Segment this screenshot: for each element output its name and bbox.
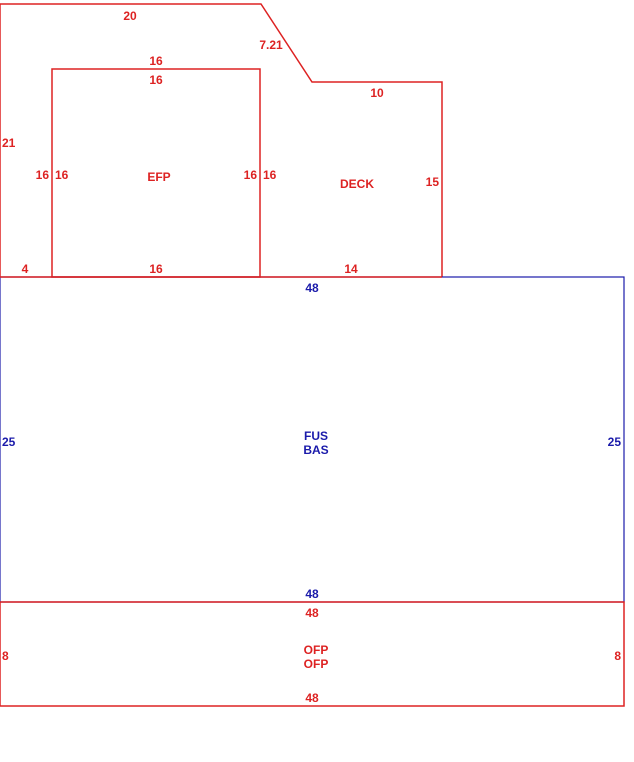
fus-area-name: FUS [304,429,328,443]
efp-inner-right-inner-length: 16 [244,168,258,182]
fus-bas-left-length: 25 [2,435,16,449]
fus-bas-right-length: 25 [608,435,622,449]
ofp-rectangle [0,601,625,707]
efp-inner-left-inner-length: 16 [55,168,69,182]
deck-right-length: 15 [426,175,440,189]
deck-area-name: DECK [340,177,374,191]
fus-bas-bottom-length: 48 [305,587,319,601]
ofp-bottom-length: 48 [305,691,319,705]
efp-outer-outline [0,3,443,277]
ofp-left-length: 8 [2,649,9,663]
deck-bottom-length: 14 [344,262,358,276]
efp-outer-diagonal-length: 7.21 [259,38,283,52]
efp-inner-right-outer-length: 16 [263,168,277,182]
efp-area-name: EFP [147,170,170,184]
ofp-top-length: 48 [305,606,319,620]
ofp-area-name-line2: OFP [304,657,329,671]
efp-inner-top-inner-length: 16 [149,73,163,87]
bas-area-name: BAS [303,443,328,457]
deck-top-length: 10 [370,86,384,100]
efp-outer-left-length: 21 [2,136,16,150]
efp-outer-bottom-left-length: 4 [22,262,29,276]
efp-inner-bottom-length: 16 [149,262,163,276]
ofp-area-name-line1: OFP [304,643,329,657]
fus-bas-top-length: 48 [305,281,319,295]
efp-inner-left-outer-length: 16 [36,168,50,182]
efp-outer-top-length: 20 [123,9,137,23]
efp-inner-top-outer-length: 16 [149,54,163,68]
ofp-right-length: 8 [614,649,621,663]
